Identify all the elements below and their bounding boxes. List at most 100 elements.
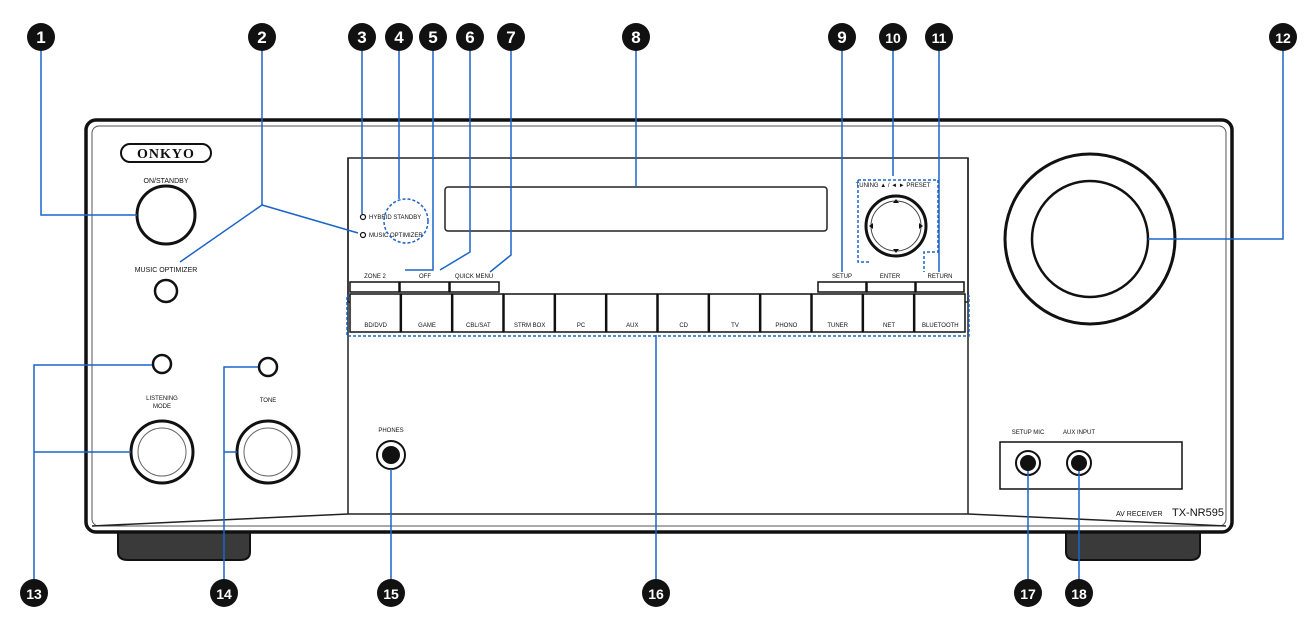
hybrid-standby-label: HYBRID STANDBY — [369, 215, 421, 221]
leader-13a — [33, 364, 152, 580]
aux-input-jack[interactable] — [1071, 455, 1087, 471]
enter-button[interactable] — [866, 281, 916, 293]
master-volume-knob[interactable] — [1030, 179, 1150, 299]
model-prefix: AV RECEIVER — [1116, 511, 1163, 518]
callout-number: 6 — [465, 28, 474, 47]
listening-mode-button[interactable] — [151, 353, 173, 375]
callout-badge — [497, 23, 525, 51]
callout-badge — [828, 23, 856, 51]
tone-knob-inner — [243, 427, 293, 477]
callout-badge — [348, 23, 376, 51]
chassis-inner-edge — [91, 125, 1227, 527]
callout-number: 3 — [357, 28, 366, 47]
callout-number: 4 — [394, 28, 404, 47]
quick-menu-button[interactable] — [449, 281, 500, 293]
callout-number: 5 — [428, 28, 437, 47]
cursor-right-icon — [919, 223, 923, 229]
hybrid-standby-indicator — [359, 213, 367, 221]
tone-button[interactable] — [257, 356, 279, 378]
zone2-label: ZONE 2 — [364, 274, 386, 280]
input-selector-button[interactable] — [708, 293, 761, 333]
callout-number: 10 — [885, 30, 901, 46]
on-standby-button[interactable] — [135, 184, 197, 246]
listening-mode-label-1: LISTENING — [146, 396, 178, 402]
input-selector-label: AUX — [626, 323, 638, 329]
input-selector-button[interactable] — [349, 293, 402, 333]
tone-knob[interactable] — [235, 419, 301, 485]
bottom-bevel — [91, 513, 1227, 527]
input-selector-button[interactable] — [759, 293, 812, 333]
callout-number: 14 — [216, 586, 232, 602]
return-button[interactable] — [915, 281, 965, 293]
phones-label: PHONES — [378, 428, 403, 434]
cursor-down-icon — [893, 249, 899, 253]
input-selector-button[interactable] — [862, 293, 915, 333]
on-standby-label: ON/STANDBY — [144, 178, 189, 185]
left-foot — [117, 528, 251, 561]
tuning-highlight — [858, 179, 939, 272]
leader-6 — [439, 50, 471, 271]
display-window — [444, 186, 828, 232]
callout-number: 7 — [506, 28, 515, 47]
leader-7 — [489, 50, 512, 273]
brand-logo: ONKYO — [137, 147, 195, 162]
input-selector-button[interactable] — [605, 293, 658, 333]
callout-badge — [210, 579, 238, 607]
callout-badge — [1065, 579, 1093, 607]
callout-number: 9 — [837, 28, 846, 47]
cursor-up-icon — [893, 199, 899, 203]
input-selector-button[interactable] — [503, 293, 556, 333]
tuning-highlight-left — [857, 180, 870, 263]
input-selector-button[interactable] — [554, 293, 607, 333]
input-selector-label: PC — [577, 323, 586, 329]
input-selector-button[interactable] — [451, 293, 504, 333]
cursor-left-icon — [869, 223, 873, 229]
leader-2b — [261, 204, 359, 234]
leader-5 — [405, 50, 434, 271]
leader-lines — [33, 50, 1284, 580]
listening-mode-knob[interactable] — [129, 419, 195, 485]
callout-badge — [925, 23, 953, 51]
callout-badge — [1014, 579, 1042, 607]
input-selector-button[interactable] — [811, 293, 864, 333]
input-selector-button[interactable] — [913, 293, 966, 333]
callout-badge — [248, 23, 276, 51]
callout-badge — [27, 23, 55, 51]
return-label: RETURN — [928, 274, 953, 280]
callout-badge — [419, 23, 447, 51]
callout-number: 13 — [26, 586, 42, 602]
input-selector-label: TV — [731, 323, 739, 329]
music-optimizer-indicator — [359, 231, 367, 239]
leader-14a — [223, 366, 258, 580]
tuning-preset-cursor-pad[interactable] — [864, 194, 928, 258]
setup-button[interactable] — [817, 281, 867, 293]
setup-mic-jack[interactable] — [1020, 455, 1036, 471]
input-selector-button[interactable] — [400, 293, 453, 333]
input-selector-button[interactable] — [657, 293, 710, 333]
input-selector-label: PHONO — [775, 323, 797, 329]
aux-input-label: AUX INPUT — [1063, 430, 1095, 436]
input-selector-label: CBL/SAT — [466, 323, 491, 329]
callout-number: 11 — [932, 30, 947, 46]
callout-number: 16 — [648, 586, 664, 602]
callout-number: 17 — [1020, 586, 1036, 602]
callout-number: 2 — [257, 28, 266, 47]
leader-12 — [1148, 50, 1284, 240]
callout-badge — [1269, 23, 1297, 51]
zone2-button[interactable] — [349, 281, 400, 293]
input-selector-label: CD — [679, 323, 688, 329]
leader-1 — [40, 50, 137, 216]
music-optimizer-button[interactable] — [153, 278, 179, 304]
off-button[interactable] — [399, 281, 450, 293]
callout-badge — [622, 23, 650, 51]
callout-badge — [20, 579, 48, 607]
phones-jack[interactable] — [382, 446, 400, 464]
music-optimizer-label: MUSIC OPTIMIZER — [135, 267, 198, 274]
input-selector-label: GAME — [418, 323, 436, 329]
off-label: OFF — [419, 274, 431, 280]
music-optimizer-indicator-label: MUSIC OPTIMIZER — [369, 233, 423, 239]
